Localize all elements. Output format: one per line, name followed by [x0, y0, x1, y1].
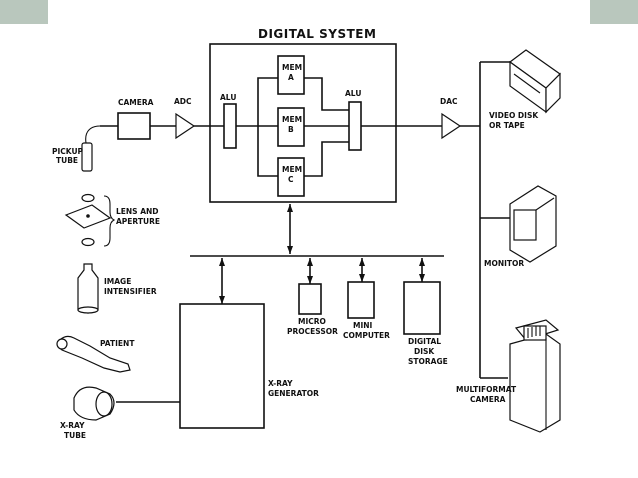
- corner-decoration-right: [590, 0, 638, 24]
- mini-computer-box: [347, 281, 375, 319]
- mem-a-to-alu-line: [304, 77, 349, 111]
- image-intensifier-icon: [77, 263, 99, 314]
- mem-b-box: [277, 107, 305, 147]
- arrowhead-up-icon: [307, 258, 313, 266]
- multiformat-camera-label: MULTIFORMAT CAMERA: [456, 385, 519, 404]
- arrowhead-up-icon: [359, 258, 365, 266]
- arrowhead-down-icon: [307, 276, 313, 284]
- alu-to-mem-a-line: [257, 77, 278, 126]
- arrowhead-down-icon: [287, 246, 293, 254]
- corner-decoration-left: [0, 0, 48, 24]
- monitor-label: MONITOR: [484, 259, 524, 268]
- video-disk-icon: [508, 49, 561, 114]
- dac-label: DAC: [440, 97, 458, 106]
- alu-right-box: [348, 101, 362, 151]
- monitor-icon: [509, 185, 557, 263]
- adc-amplifier-icon: [175, 112, 196, 140]
- arrowhead-up-icon: [419, 258, 425, 266]
- image-intensifier-label: IMAGE INTENSIFIER: [104, 277, 157, 296]
- xray-tube-label: X-RAY TUBE: [60, 421, 87, 440]
- arrowhead-down-icon: [419, 274, 425, 282]
- digital-disk-storage-box: [403, 281, 441, 335]
- alu-left-box: [223, 103, 237, 149]
- digital-system-title: DIGITAL SYSTEM: [258, 27, 376, 41]
- micro-processor-label: MICRO PROCESSOR: [287, 317, 338, 336]
- pickup-tube-label: PICKUP TUBE: [52, 147, 86, 165]
- alu-left-label: ALU: [220, 93, 236, 102]
- mini-computer-label: MINI COMPUTER: [343, 321, 390, 340]
- pickup-tube-icon: [81, 125, 101, 172]
- micro-processor-box: [298, 283, 322, 315]
- mem-a-label: MEM A: [282, 63, 305, 82]
- xray-generator-label: X-RAY GENERATOR: [268, 379, 319, 398]
- patient-label: PATIENT: [100, 339, 135, 348]
- arrowhead-up-icon: [219, 258, 225, 266]
- xray-generator-box: [179, 303, 265, 429]
- mem-b-label: MEM B: [282, 115, 305, 134]
- lens-aperture-icon: [64, 193, 116, 247]
- camera-box: [117, 112, 151, 140]
- arrowhead-down-icon: [219, 296, 225, 304]
- lens-aperture-label: LENS AND APERTURE: [116, 207, 161, 226]
- mem-c-box: [277, 157, 305, 197]
- multiformat-camera-icon: [509, 319, 561, 433]
- alu-right-label: ALU: [345, 89, 361, 98]
- arrowhead-down-icon: [359, 274, 365, 282]
- patient-icon: [56, 335, 131, 373]
- mem-a-box: [277, 55, 305, 95]
- video-disk-label: VIDEO DISK OR TAPE: [489, 111, 541, 130]
- camera-label: CAMERA: [118, 98, 154, 107]
- dac-amplifier-icon: [441, 112, 462, 140]
- mem-c-to-alu-line: [304, 141, 349, 177]
- mem-c-label: MEM C: [282, 165, 305, 184]
- arrowhead-up-icon: [287, 204, 293, 212]
- alu-to-mem-c-line: [257, 126, 278, 177]
- xray-tube-icon: [73, 386, 115, 421]
- digital-disk-storage-label: DIGITAL DISK STORAGE: [408, 337, 448, 366]
- adc-label: ADC: [174, 97, 192, 106]
